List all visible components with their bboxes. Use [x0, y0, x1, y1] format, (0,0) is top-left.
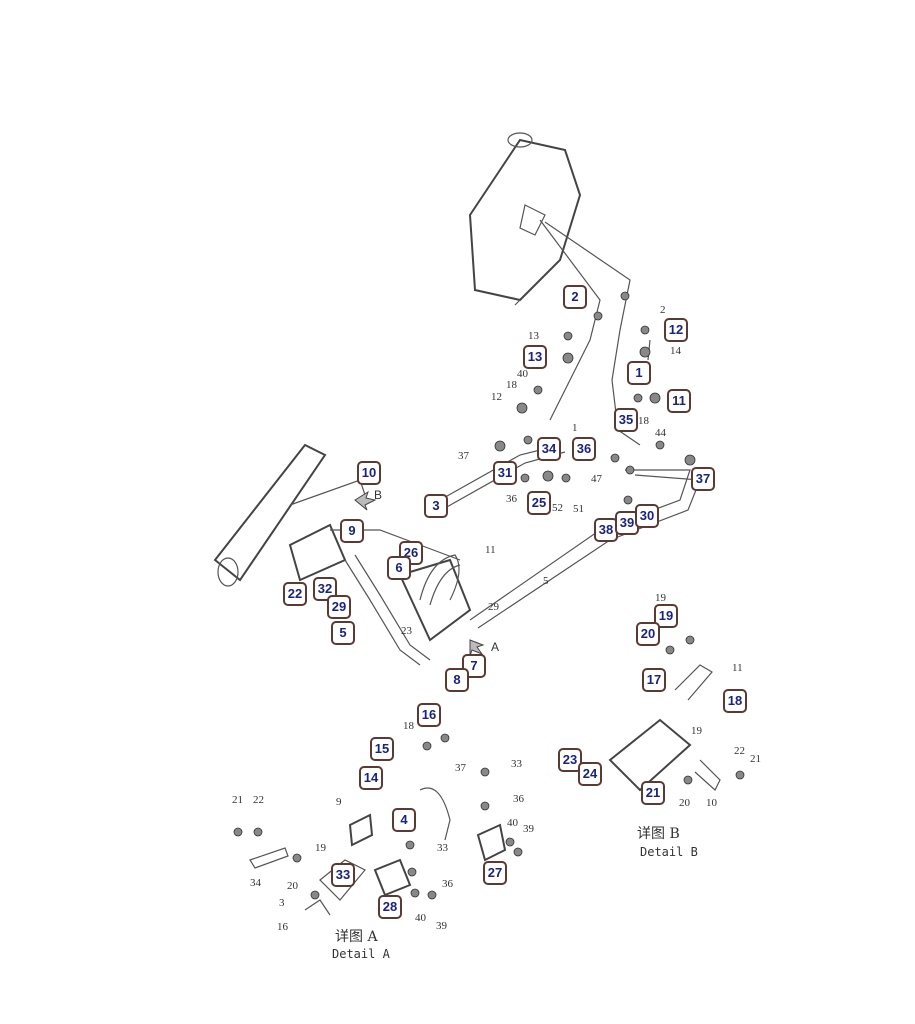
callout-27: 27 — [483, 861, 507, 885]
label-14: 14 — [670, 345, 681, 357]
label-2: 2 — [660, 304, 666, 316]
label-12: 12 — [491, 391, 502, 403]
callout-35: 35 — [614, 408, 638, 432]
callout-38: 38 — [594, 518, 618, 542]
callout-5: 5 — [331, 621, 355, 645]
label-33b: 33 — [437, 842, 448, 854]
detail-b-caption-cn: 详图 B — [637, 826, 680, 842]
callout-36: 36 — [572, 437, 596, 461]
label-44: 44 — [655, 427, 666, 439]
label-40: 40 — [517, 368, 528, 380]
callout-34: 34 — [537, 437, 561, 461]
callout-4: 4 — [392, 808, 416, 832]
label-18b: 18 — [638, 415, 649, 427]
label-11b: 11 — [732, 662, 743, 674]
label-34: 34 — [250, 877, 261, 889]
label-21b: 21 — [232, 794, 243, 806]
detail-a-drawing — [233, 733, 523, 916]
callout-29: 29 — [327, 595, 351, 619]
label-16: 16 — [277, 921, 288, 933]
label-39b: 39 — [436, 920, 447, 932]
callout-23: 23 — [558, 748, 582, 772]
detail-b-drawing — [608, 635, 745, 792]
callout-9: 9 — [340, 519, 364, 543]
view-arrows — [354, 490, 485, 657]
callout-12: 12 — [664, 318, 688, 342]
label-37b: 37 — [455, 762, 466, 774]
detail-b-caption-en: Detail B — [640, 845, 698, 859]
label-13: 13 — [528, 330, 539, 342]
label-51: 51 — [573, 503, 584, 515]
label-36: 36 — [506, 493, 517, 505]
callout-28: 28 — [378, 895, 402, 919]
callout-25: 25 — [527, 491, 551, 515]
label-5: 5 — [543, 575, 549, 587]
label-1: 1 — [572, 422, 578, 434]
marker-b: B — [374, 488, 383, 502]
label-29: 29 — [488, 601, 499, 613]
callout-18: 18 — [723, 689, 747, 713]
label-23: 23 — [401, 625, 412, 637]
label-37: 37 — [458, 450, 469, 462]
label-36b: 36 — [513, 793, 524, 805]
callout-1: 1 — [627, 361, 651, 385]
label-18: 18 — [506, 379, 517, 391]
hydraulic-cylinder — [213, 443, 366, 587]
label-19b: 19 — [691, 725, 702, 737]
label-9: 9 — [336, 796, 342, 808]
callout-31: 31 — [493, 461, 517, 485]
label-11: 11 — [485, 544, 496, 556]
label-36c: 36 — [442, 878, 453, 890]
callout-37: 37 — [691, 467, 715, 491]
callout-3: 3 — [424, 494, 448, 518]
callout-6: 6 — [387, 556, 411, 580]
callout-16: 16 — [417, 703, 441, 727]
label-22: 22 — [734, 745, 745, 757]
callout-30: 30 — [635, 504, 659, 528]
fittings — [494, 291, 696, 505]
label-39: 39 — [523, 823, 534, 835]
callout-22: 22 — [283, 582, 307, 606]
label-18c: 18 — [403, 720, 414, 732]
callout-17: 17 — [642, 668, 666, 692]
label-20b: 20 — [287, 880, 298, 892]
callout-13: 13 — [523, 345, 547, 369]
label-21: 21 — [750, 753, 761, 765]
callout-15: 15 — [370, 737, 394, 761]
callout-32: 32 — [313, 577, 337, 601]
label-40b: 40 — [507, 817, 518, 829]
callout-10: 10 — [357, 461, 381, 485]
callout-33: 33 — [331, 863, 355, 887]
label-33: 33 — [511, 758, 522, 770]
callout-2: 2 — [563, 285, 587, 309]
label-20: 20 — [679, 797, 690, 809]
marker-a: A — [491, 640, 500, 654]
label-10: 10 — [706, 797, 717, 809]
callout-24: 24 — [578, 762, 602, 786]
supply-hoses — [439, 219, 701, 629]
label-52: 52 — [552, 502, 563, 514]
label-47: 47 — [591, 473, 602, 485]
callout-14: 14 — [359, 766, 383, 790]
callout-20: 20 — [636, 622, 660, 646]
callout-8: 8 — [445, 668, 469, 692]
label-22b: 22 — [253, 794, 264, 806]
label-19c: 19 — [315, 842, 326, 854]
callout-11: 11 — [667, 389, 691, 413]
label-3: 3 — [279, 897, 285, 909]
callout-21: 21 — [641, 781, 665, 805]
fuel-tank — [468, 132, 582, 306]
detail-a-caption-en: Detail A — [332, 947, 390, 961]
detail-a-caption-cn: 详图 A — [335, 929, 378, 945]
label-19: 19 — [655, 592, 666, 604]
label-40c: 40 — [415, 912, 426, 924]
